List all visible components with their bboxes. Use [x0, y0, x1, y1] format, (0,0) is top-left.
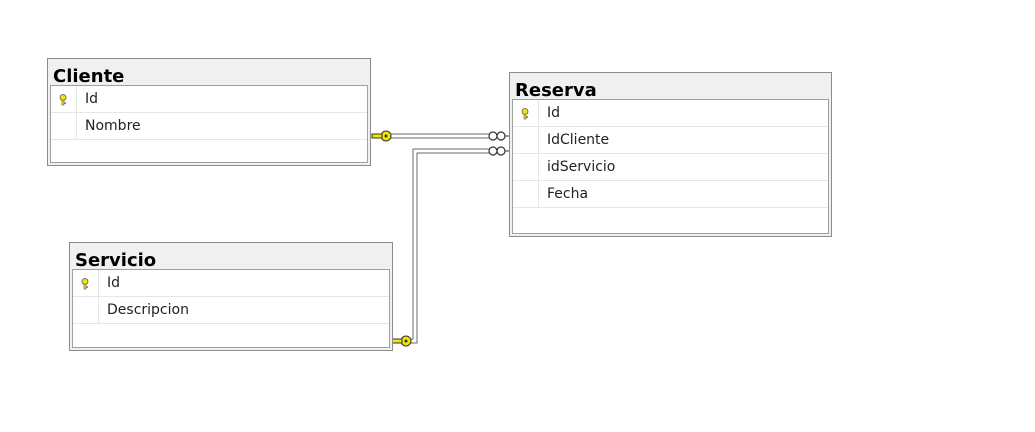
column-list: Id Descripcion: [72, 269, 390, 348]
key-cell: [513, 154, 539, 180]
one-end-key-icon: [391, 335, 412, 347]
key-cell: [513, 100, 539, 126]
table-title: Cliente: [53, 66, 125, 87]
one-end-key-icon: [371, 130, 392, 142]
empty-row[interactable]: [513, 208, 828, 235]
column-row[interactable]: Nombre: [51, 113, 367, 140]
key-cell: [73, 270, 99, 296]
column-name: Id: [547, 105, 561, 121]
column-name: Descripcion: [107, 302, 189, 318]
column-name: idServicio: [547, 159, 616, 175]
column-list: Id Nombre: [50, 85, 368, 163]
table-servicio[interactable]: Servicio Id Descripcion: [69, 242, 393, 351]
column-row[interactable]: Descripcion: [73, 297, 389, 324]
key-cell: [51, 86, 77, 112]
column-name: IdCliente: [547, 132, 610, 148]
relationship-cliente-reserva[interactable]: [371, 130, 509, 142]
empty-row[interactable]: [51, 140, 367, 167]
column-row[interactable]: idServicio: [513, 154, 828, 181]
empty-row[interactable]: [73, 324, 389, 351]
column-list: Id IdCliente idServicio Fecha: [512, 99, 829, 234]
column-name: Fecha: [547, 186, 589, 202]
column-name: Id: [107, 275, 121, 291]
primary-key-icon: [59, 94, 67, 106]
primary-key-icon: [521, 108, 529, 120]
key-cell: [513, 181, 539, 207]
key-cell: [513, 127, 539, 153]
column-name: Nombre: [85, 118, 141, 134]
table-cliente[interactable]: Cliente Id Nombre: [47, 58, 371, 166]
key-cell: [73, 297, 99, 323]
column-row[interactable]: Id: [513, 100, 828, 127]
column-row[interactable]: Id: [51, 86, 367, 113]
many-end-infinity-icon: [488, 131, 509, 141]
column-name: Id: [85, 91, 99, 107]
primary-key-icon: [81, 278, 89, 290]
many-end-infinity-icon: [488, 146, 509, 156]
key-cell: [51, 113, 77, 139]
column-row[interactable]: Id: [73, 270, 389, 297]
table-title: Reserva: [515, 80, 597, 101]
table-title: Servicio: [75, 250, 157, 271]
column-row[interactable]: IdCliente: [513, 127, 828, 154]
table-reserva[interactable]: Reserva Id IdCliente idServicio Fecha: [509, 72, 832, 237]
relationship-servicio-reserva[interactable]: [391, 146, 509, 347]
column-row[interactable]: Fecha: [513, 181, 828, 208]
